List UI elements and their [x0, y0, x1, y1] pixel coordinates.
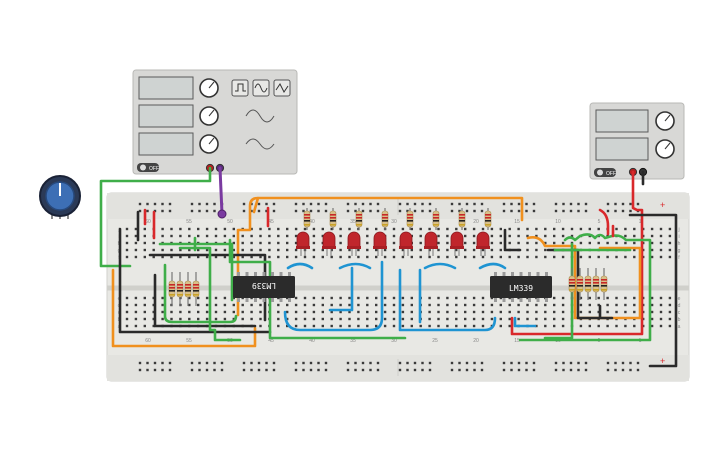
resistor-right-2[interactable]: [576, 268, 584, 300]
resistor-led-2[interactable]: [329, 208, 337, 230]
svg-text:b: b: [678, 317, 681, 323]
wire-blue-top-loops[interactable]: [286, 262, 507, 270]
svg-text:1: 1: [639, 219, 642, 225]
wire-red-left[interactable]: [143, 206, 270, 240]
svg-text:10: 10: [555, 219, 561, 225]
resistor-led-7[interactable]: [458, 208, 466, 230]
rail-plus-top: +: [660, 200, 665, 210]
led-2[interactable]: [322, 231, 336, 256]
wire-black-5[interactable]: [503, 228, 522, 252]
resistor-led-3[interactable]: [355, 208, 363, 230]
potentiometer[interactable]: [39, 175, 81, 219]
wire-fg-ground-end: [217, 209, 227, 219]
fg-display-1: [138, 76, 194, 100]
svg-text:20: 20: [473, 338, 479, 344]
fg-display-3: [138, 132, 194, 156]
svg-text:60: 60: [145, 338, 151, 344]
svg-text:40: 40: [309, 219, 315, 225]
wire-red-right[interactable]: [598, 208, 615, 238]
svg-text:40: 40: [309, 338, 315, 344]
wire-fg-signal[interactable]: [99, 166, 212, 268]
square-wave-icon[interactable]: [231, 79, 249, 97]
ps-off-label: OFF: [606, 171, 616, 177]
svg-text:d: d: [678, 303, 681, 309]
led-6[interactable]: [424, 231, 438, 256]
resistor-banks[interactable]: [168, 208, 608, 306]
resistor-right-5[interactable]: [600, 268, 608, 300]
chip-left[interactable]: LM339: [233, 272, 295, 302]
svg-text:55: 55: [186, 219, 192, 225]
wire-green-right-b[interactable]: [518, 233, 652, 342]
resistor-left-1[interactable]: [168, 272, 176, 306]
svg-text:c: c: [678, 310, 681, 316]
led-5[interactable]: [399, 231, 413, 256]
svg-text:25: 25: [432, 338, 438, 344]
chip-left-label: LM339: [252, 281, 276, 290]
wire-green-left-b[interactable]: [178, 246, 242, 342]
resistor-right-4[interactable]: [592, 268, 600, 300]
svg-text:30: 30: [391, 219, 397, 225]
svg-text:i: i: [678, 234, 679, 240]
svg-text:30: 30: [391, 338, 397, 344]
wire-blue-right[interactable]: [513, 316, 537, 328]
resistor-left-4[interactable]: [192, 272, 200, 306]
power-supply[interactable]: OFF: [589, 102, 685, 180]
resistor-left-2[interactable]: [176, 272, 184, 306]
rail-plus-bottom: +: [660, 356, 665, 366]
svg-text:e: e: [678, 296, 681, 302]
ps-display-current: [595, 137, 649, 161]
function-generator[interactable]: OFF: [132, 69, 298, 175]
wire-orange-top-bus[interactable]: [236, 196, 524, 317]
wire-ps-positive[interactable]: [510, 170, 644, 336]
svg-text:15: 15: [514, 338, 520, 344]
resistor-left-3[interactable]: [184, 272, 192, 306]
wire-black-3[interactable]: [118, 227, 272, 334]
svg-text:j: j: [677, 227, 679, 233]
svg-text:5: 5: [598, 219, 601, 225]
chip-right-label: LM339: [509, 284, 533, 293]
resistor-led-4[interactable]: [381, 208, 389, 230]
svg-text:35: 35: [350, 219, 356, 225]
svg-text:a: a: [678, 324, 681, 330]
ps-display-voltage: [595, 109, 649, 133]
svg-text:15: 15: [514, 219, 520, 225]
fg-display-2: [138, 104, 194, 128]
svg-text:g: g: [678, 248, 681, 254]
led-1[interactable]: [296, 231, 310, 256]
resistor-led-5[interactable]: [406, 208, 414, 230]
led-4[interactable]: [373, 231, 387, 256]
resistor-right-3[interactable]: [584, 268, 592, 300]
svg-text:45: 45: [268, 338, 274, 344]
amplitude-wave-icon: [245, 138, 275, 150]
chip-right[interactable]: LM339: [490, 272, 552, 302]
svg-text:45: 45: [268, 219, 274, 225]
svg-text:h: h: [678, 241, 681, 247]
led-row[interactable]: [296, 231, 490, 256]
wire-ps-negative[interactable]: [628, 170, 678, 368]
wire-green-center[interactable]: [228, 238, 407, 340]
wire-orange-left[interactable]: [111, 268, 257, 348]
led-8[interactable]: [476, 231, 490, 256]
wire-fg-ground[interactable]: [218, 166, 224, 216]
resistor-right-1[interactable]: [568, 268, 576, 300]
fg-off-label: OFF: [149, 166, 159, 172]
svg-text:j: j: [117, 227, 119, 233]
frequency-wave-icon: [245, 109, 275, 123]
resistor-led-1[interactable]: [303, 208, 311, 230]
resistor-led-8[interactable]: [484, 208, 492, 230]
wire-blue-bottom[interactable]: [283, 260, 497, 332]
svg-text:50: 50: [227, 219, 233, 225]
svg-text:20: 20: [473, 219, 479, 225]
resistor-led-6[interactable]: [432, 208, 440, 230]
led-3[interactable]: [347, 231, 361, 256]
svg-text:55: 55: [186, 338, 192, 344]
svg-text:f: f: [678, 255, 680, 261]
svg-text:60: 60: [145, 219, 151, 225]
led-7[interactable]: [450, 231, 464, 256]
svg-text:35: 35: [350, 338, 356, 344]
wire-black-2[interactable]: [153, 273, 257, 328]
